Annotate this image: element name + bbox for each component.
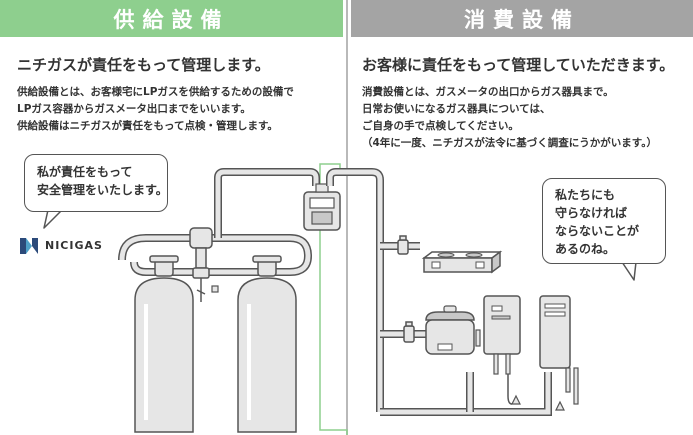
- supply-desc-line: 供給設備とは、お客様宅にLPガスを供給するための設備で: [17, 86, 294, 98]
- nicigas-logo: NICIGAS: [18, 234, 103, 256]
- appliance-valves: [397, 235, 415, 343]
- boiler: [539, 295, 579, 411]
- supply-bubble-line: 私が責任をもって: [37, 165, 133, 179]
- consumer-bubble-tail: [621, 261, 637, 281]
- supply-bubble-tail: [43, 209, 63, 229]
- consumer-desc-line: ご自身の手で点検してください。: [362, 120, 519, 132]
- section-divider: [346, 0, 348, 435]
- boundary-line: [319, 163, 348, 435]
- cylinder-valves: [149, 255, 282, 277]
- nicigas-logo-icon: [20, 238, 38, 254]
- consumer-heading: お客様に責任をもって管理していただきます。: [362, 56, 675, 74]
- lp-gas-cylinders: [134, 277, 297, 433]
- consumer-bubble-line: 守らなければ: [555, 206, 628, 220]
- consumer-description: 消費設備とは、ガスメータの出口からガス器具まで。 日常お使いになるガス器具につい…: [362, 84, 657, 152]
- water-heater: [483, 295, 521, 405]
- nicigas-logo-text: NICIGAS: [45, 238, 103, 252]
- consumer-desc-line: 日常お使いになるガス器具については、: [362, 103, 551, 115]
- consumer-speech-bubble: 私たちにも 守らなければ ならないことが あるのね。: [542, 178, 666, 264]
- supply-desc-line: 供給設備はニチガスが責任をもって点検・管理します。: [17, 120, 278, 132]
- consumer-bubble-line: 私たちにも: [555, 188, 616, 202]
- gas-meter: [303, 183, 341, 231]
- supply-piping: [118, 168, 320, 276]
- consumer-bubble-line: ならないことが: [555, 224, 640, 238]
- supply-speech-bubble: 私が責任をもって 安全管理をいたします。: [24, 154, 168, 212]
- rice-cooker: [425, 305, 481, 355]
- supply-description: 供給設備とは、お客様宅にLPガスを供給するための設備で LPガス容器からガスメー…: [17, 84, 294, 135]
- regulator: [189, 227, 219, 302]
- supply-bubble-line: 安全管理をいたします。: [37, 183, 168, 197]
- supply-heading: ニチガスが責任をもって管理します。: [17, 56, 270, 74]
- consumer-desc-line: 消費設備とは、ガスメータの出口からガス器具まで。: [362, 86, 614, 98]
- consumer-desc-line: （4年に一度、ニチガスが法令に基づく調査にうかがいます。）: [362, 137, 658, 149]
- consumer-bubble-line: あるのね。: [555, 242, 616, 256]
- consumer-banner: 消費設備: [351, 0, 693, 37]
- supply-desc-line: LPガス容器からガスメータ出口までをいいます。: [17, 103, 251, 115]
- consumer-piping: [326, 168, 552, 416]
- gas-stove: [421, 250, 503, 274]
- supply-banner: 供給設備: [0, 0, 343, 37]
